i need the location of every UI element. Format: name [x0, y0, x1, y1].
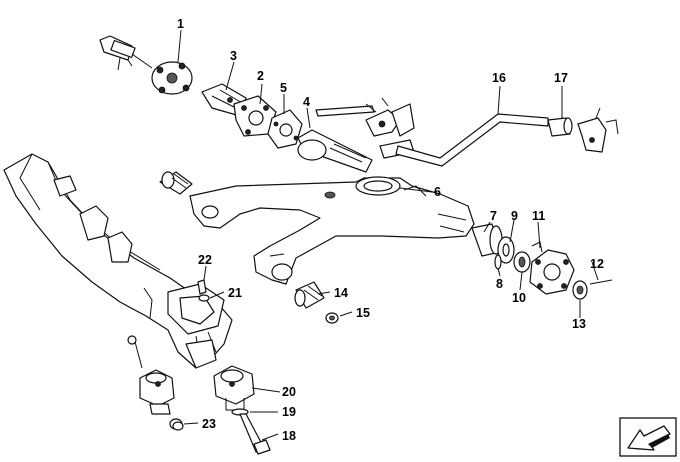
callout-20: 20 [282, 385, 296, 399]
callout-23: 23 [202, 417, 216, 431]
callout-22: 22 [198, 253, 212, 267]
part-4-shaft [297, 105, 375, 173]
callout-8: 8 [496, 277, 503, 291]
part-23-nut [172, 421, 184, 431]
part-16-shift-rod [395, 113, 549, 167]
arm-bushing-left [159, 171, 193, 195]
leader-lines [177, 29, 599, 441]
part-17-bushing-bracket [547, 107, 619, 153]
part-9-ring [497, 236, 515, 264]
callout-1: 1 [177, 17, 184, 31]
rear-subframe [3, 153, 233, 369]
part-13-collar-nut [572, 280, 588, 300]
part-8-seal [494, 254, 502, 270]
left-rubber-mount [127, 335, 183, 430]
part-11-drive-flange [529, 241, 575, 295]
part-6-crossmember [189, 176, 475, 285]
callout-17: 17 [554, 71, 568, 85]
part-20-mount [213, 365, 255, 411]
part-15-nut [325, 312, 339, 324]
callout-14: 14 [334, 286, 348, 300]
part-5-coupling [267, 109, 303, 149]
callout-9: 9 [511, 209, 518, 223]
callout-19: 19 [282, 405, 296, 419]
callout-6: 6 [434, 185, 441, 199]
part-18-bolt [239, 413, 271, 455]
part-22-bolt [197, 279, 207, 295]
callout-2: 2 [257, 69, 264, 83]
part-2-flange-bracket [233, 95, 277, 137]
selector-lever-assembly [365, 97, 415, 159]
part-1-flex-coupling [99, 35, 193, 95]
callouts: 1 2 3 4 5 6 7 8 9 10 11 12 13 14 15 16 1… [177, 17, 604, 443]
callout-3: 3 [230, 49, 237, 63]
arrow-nav-icon[interactable] [619, 417, 677, 457]
callout-4: 4 [303, 95, 310, 109]
callout-10: 10 [512, 291, 526, 305]
callout-16: 16 [492, 71, 506, 85]
part-14-rubber-bushing [294, 281, 325, 309]
callout-21: 21 [228, 286, 242, 300]
part-12-cotter-pin [589, 279, 613, 285]
callout-5: 5 [280, 81, 287, 95]
callout-13: 13 [572, 317, 586, 331]
callout-12: 12 [590, 257, 604, 271]
callout-15: 15 [356, 306, 370, 320]
callout-7: 7 [490, 209, 497, 223]
part-10-bearing [513, 251, 531, 273]
callout-11: 11 [532, 209, 545, 223]
part-21-washer [198, 294, 210, 302]
callout-18: 18 [282, 429, 296, 443]
